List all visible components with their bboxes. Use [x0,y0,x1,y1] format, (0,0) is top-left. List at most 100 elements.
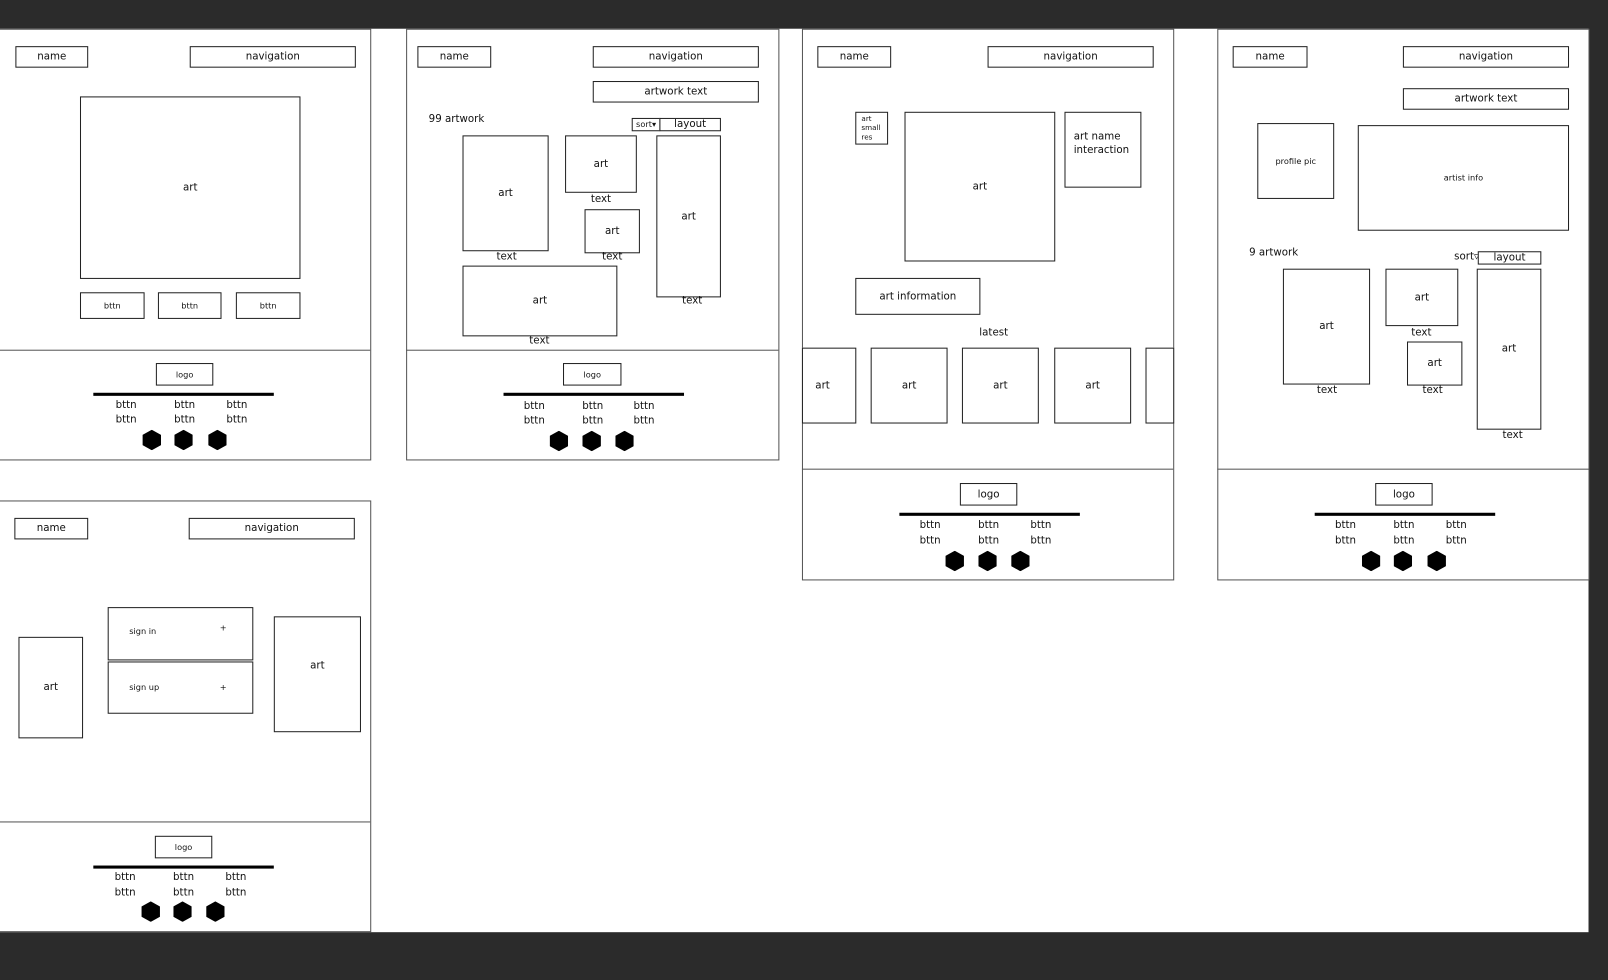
art-thumb[interactable]: art [1282,268,1371,385]
art-small-res[interactable]: art small res [855,111,889,145]
wireframe-home [0,28,372,461]
footer-logo: logo [563,363,622,386]
footer-link[interactable]: bttn [523,415,545,427]
social-hexagon-icon[interactable] [141,901,160,922]
footer-link[interactable]: bttn [1393,519,1415,532]
navigation-box[interactable]: navigation [188,517,355,540]
name-box[interactable]: name [417,46,492,68]
art-thumb[interactable]: art [656,135,721,298]
latest-art[interactable]: art [801,347,857,424]
social-hexagon-icon[interactable] [945,550,964,572]
social-hexagon-icon[interactable] [1361,550,1381,572]
sign-up-panel[interactable]: sign up + [107,661,254,714]
layout-toggle[interactable]: layout [1477,251,1542,265]
footer-link[interactable]: bttn [523,400,545,413]
footer-link[interactable]: bttn [1445,535,1467,547]
footer-logo: logo [154,835,213,859]
name-box[interactable]: name [1232,46,1308,68]
footer-link[interactable]: bttn [1393,535,1415,547]
social-hexagon-icon[interactable] [582,430,601,452]
social-hexagon-icon[interactable] [549,430,569,452]
footer-link[interactable]: bttn [633,400,655,413]
social-hexagon-icon[interactable] [208,429,227,451]
name-box[interactable]: name [14,517,89,540]
footer-link[interactable]: bttn [919,535,941,547]
artwork-text-box: artwork text [1402,88,1570,110]
social-hexagon-icon[interactable] [615,430,634,452]
footer-link[interactable]: bttn [582,400,604,413]
footer-link[interactable]: bttn [1334,519,1356,532]
art-thumb[interactable]: art [565,135,637,193]
art-thumb[interactable]: art [1406,341,1463,386]
social-hexagon-icon[interactable] [978,550,997,572]
art-thumb[interactable]: art [1385,268,1459,327]
footer-link[interactable]: bttn [226,414,248,426]
footer-link[interactable]: bttn [1334,535,1356,547]
art-thumb[interactable]: art [462,265,618,337]
art-name-interaction[interactable]: art name interaction [1064,111,1142,188]
art-thumb[interactable]: art [584,209,640,254]
footer-divider [406,349,779,351]
navigation-box[interactable]: navigation [987,46,1154,68]
layout-toggle[interactable]: layout [659,117,721,132]
wireframe-sign-in [0,500,372,933]
footer-link[interactable]: bttn [978,535,1000,547]
footer-link[interactable]: bttn [226,399,248,412]
sign-in-panel[interactable]: sign in + [107,607,254,661]
expand-plus-icon[interactable]: + [219,682,227,693]
social-hexagon-icon[interactable] [1011,550,1030,572]
expand-plus-icon[interactable]: + [219,622,227,633]
art-main: art [79,96,301,279]
art-main: art [904,111,1056,262]
footer-bar [93,392,274,396]
footer-link[interactable]: bttn [173,871,195,883]
footer-link[interactable]: bttn [225,871,247,883]
wireframe-artist-profile [1217,28,1590,581]
social-hexagon-icon[interactable] [1393,550,1413,572]
latest-art[interactable]: art [961,347,1039,424]
footer-link[interactable]: bttn [115,399,137,412]
social-hexagon-icon[interactable] [1427,550,1446,572]
art-caption: text [1316,384,1338,396]
footer-link[interactable]: bttn [1445,519,1467,532]
social-hexagon-icon[interactable] [174,429,193,451]
footer-divider [801,468,1174,470]
social-hexagon-icon[interactable] [142,429,162,451]
sort-dropdown[interactable]: sort▾ [631,117,661,132]
sign-in-label: sign in [129,626,157,636]
footer-link[interactable]: bttn [114,871,136,883]
art-thumb[interactable]: art [1476,268,1542,430]
footer-link[interactable]: bttn [114,887,136,899]
footer-link[interactable]: bttn [173,887,195,899]
footer-link[interactable]: bttn [633,415,655,427]
navigation-box[interactable]: navigation [1402,46,1570,68]
art-caption: text [1411,327,1432,339]
social-hexagon-icon[interactable] [206,901,225,922]
footer-link[interactable]: bttn [174,399,196,412]
footer-link[interactable]: bttn [115,414,137,426]
latest-art[interactable]: art [1054,347,1132,424]
navigation-box[interactable]: navigation [189,46,356,68]
art-caption: text [496,251,517,263]
footer-link[interactable]: bttn [1030,535,1052,547]
latest-art-partial[interactable] [1145,347,1175,424]
art-thumb[interactable]: art [462,135,549,252]
button-3[interactable]: bttn [235,292,301,319]
name-box[interactable]: name [15,46,89,68]
footer-link[interactable]: bttn [582,415,604,427]
footer-link[interactable]: bttn [978,519,1000,532]
footer-link[interactable]: bttn [919,519,941,532]
navigation-box[interactable]: navigation [592,46,759,68]
footer-logo: logo [1375,483,1433,506]
button-2[interactable]: bttn [157,292,222,319]
footer-logo: logo [155,363,214,386]
sort-dropdown[interactable]: sort▿ [1454,251,1480,263]
social-hexagon-icon[interactable] [173,901,192,922]
latest-art[interactable]: art [870,347,948,424]
footer-link[interactable]: bttn [225,887,247,899]
footer-bar [93,865,274,869]
footer-link[interactable]: bttn [1030,519,1052,532]
button-1[interactable]: bttn [79,292,145,319]
name-box[interactable]: name [817,46,892,68]
footer-link[interactable]: bttn [174,414,196,426]
